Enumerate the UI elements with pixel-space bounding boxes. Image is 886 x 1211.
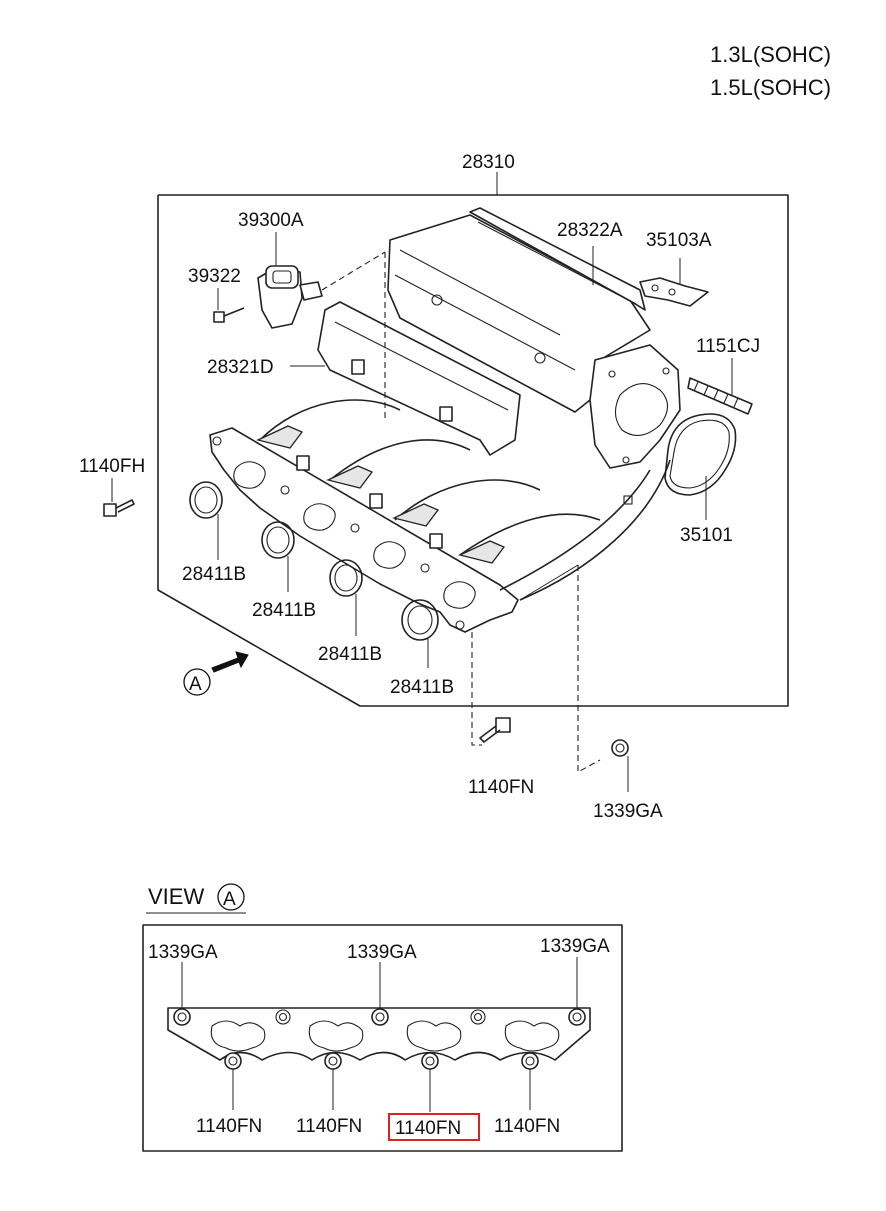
view-a-title: VIEW A [146,883,246,914]
bracket: 35103A [639,230,712,307]
bolt-left: 1140FH [79,456,145,517]
view-a-top-label-2: 1339GA [347,942,417,963]
label-35103a: 35103A [646,230,712,251]
engine-label-1: 1.3L(SOHC) [710,42,831,67]
view-a-highlight-box [388,1113,480,1141]
label-39322: 39322 [188,266,241,287]
label-1339ga-main: 1339GA [593,801,663,822]
label-1140fh: 1140FH [79,456,145,477]
nut-bottom: 1339GA [519,564,663,822]
view-a-bottom-label-3[interactable]: 1140FN [395,1118,461,1139]
view-marker-a: A [189,674,202,695]
view-a-nut-3: 1339GA [540,936,610,1026]
heat-shield-upper: 28322A [469,207,646,311]
label-28321d: 28321D [207,357,274,378]
stud: 1151CJ [687,336,760,415]
view-a-bolt-2: 1140FN [296,1052,362,1137]
port-gasket-4: 28411B [390,599,454,698]
label-28411b-4: 28411B [390,677,454,698]
view-a-title-marker: A [223,889,236,910]
view-a-bottom-label-2: 1140FN [296,1116,362,1137]
view-a-bolt-4: 1140FN [494,1052,560,1137]
label-28322a: 28322A [557,220,623,241]
view-a-top-label-3: 1339GA [540,936,610,957]
port-gasket-1: 28411B [182,481,246,585]
label-28411b-2: 28411B [252,600,316,621]
map-sensor: 39300A [238,210,386,329]
label-35101: 35101 [680,525,733,546]
view-a-top-label-1: 1339GA [148,942,218,963]
view-a-bottom-label-1: 1140FN [196,1116,262,1137]
bolt-bottom: 1140FN [468,632,534,798]
label-1140fn-main: 1140FN [468,777,534,798]
label-39300a: 39300A [238,210,304,231]
label-28411b-3: 28411B [318,644,382,665]
view-a-bolt-3: 1140FN [388,1052,480,1141]
sensor-bolt: 39322 [188,266,245,323]
label-1151cj: 1151CJ [696,336,760,357]
assembly-frame [157,194,789,707]
view-a-bottom-label-4: 1140FN [494,1116,560,1137]
heat-shield-lower: 28321D [207,301,521,456]
label-28310: 28310 [462,152,515,173]
label-28411b-1: 28411B [182,564,246,585]
view-a-nut-2: 1339GA [347,942,417,1026]
view-a-frame [142,924,623,1152]
view-a-bolt-1: 1140FN [196,1052,262,1137]
intake-manifold [209,214,681,633]
port-gasket-2: 28411B [252,521,316,621]
view-a-title-text: VIEW [148,884,204,909]
view-a-nut-1: 1339GA [148,942,218,1026]
port-gasket-3: 28411B [318,559,382,665]
view-a-flange [167,1007,591,1061]
engine-label-2: 1.5L(SOHC) [710,75,831,100]
throttle-gasket: 35101 [664,413,737,546]
view-a-arrow: A [183,651,249,696]
